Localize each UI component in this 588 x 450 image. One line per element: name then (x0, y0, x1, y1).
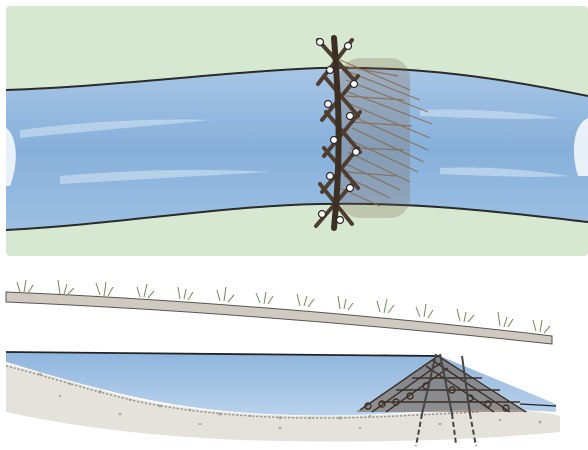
section-view (6, 280, 560, 446)
plan-view (6, 6, 588, 256)
ground-surface (6, 292, 552, 344)
